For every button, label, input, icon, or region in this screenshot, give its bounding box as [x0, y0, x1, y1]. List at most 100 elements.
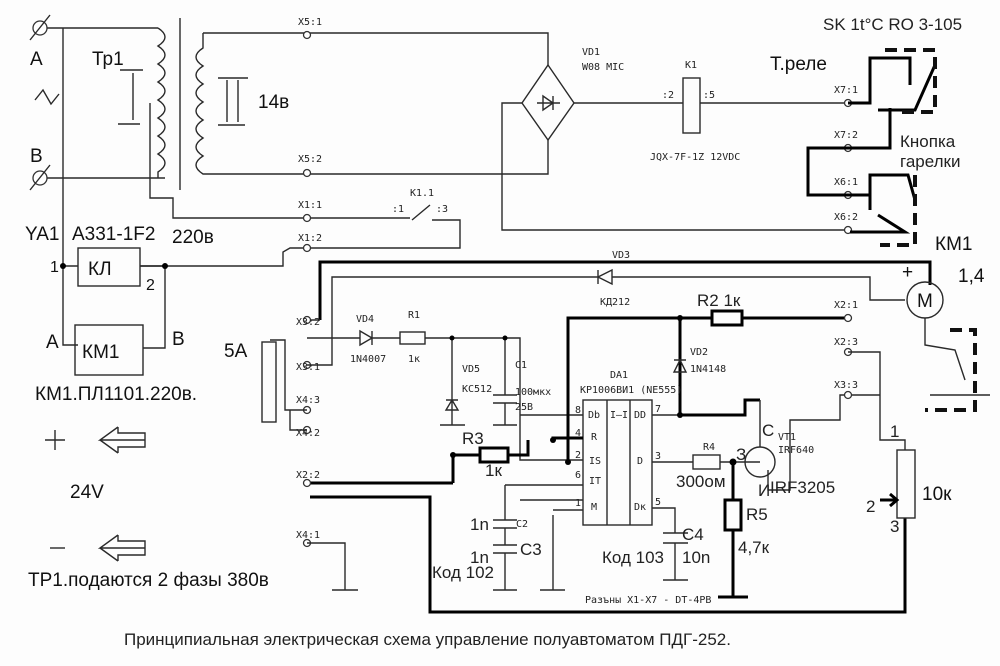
label: КД212: [600, 297, 630, 308]
label: C1: [515, 360, 527, 371]
label: VT1: [778, 432, 796, 443]
label: R4: [703, 442, 715, 453]
label: X7:1: [834, 85, 858, 96]
label: R1: [408, 310, 420, 321]
label: :5: [703, 90, 715, 101]
label: 1: [50, 259, 59, 276]
plus-icon: [45, 430, 65, 450]
label: IT: [589, 476, 601, 487]
label: 5А: [224, 341, 248, 362]
label: 8: [575, 405, 581, 416]
vd4-diode: [359, 329, 374, 347]
label: 10к: [922, 484, 952, 505]
label: X4:2: [296, 428, 320, 439]
label: X2:2: [296, 470, 320, 481]
label: +: [902, 262, 913, 283]
label: И: [758, 481, 770, 500]
label: YA1: [25, 224, 60, 245]
label: DD: [634, 410, 646, 421]
label: КЛ: [88, 259, 112, 280]
label: X6:1: [834, 177, 858, 188]
diode-bridge: [521, 63, 575, 142]
primary-winding: [156, 27, 166, 178]
label: КР1006ВИ1 (NE555): [580, 385, 682, 396]
relay-k1-coil: [682, 77, 701, 134]
mains-wiring: [29, 14, 549, 376]
label: 2: [575, 450, 581, 461]
label: 1n: [470, 548, 489, 567]
label: X3:2: [296, 317, 320, 328]
label: JQX-7F-1Z 12VDC: [650, 152, 740, 163]
label: B: [30, 146, 43, 167]
switch-contacts: [806, 56, 937, 234]
kl-valve: [77, 247, 141, 287]
label: SK 1t°C RO 3-105: [823, 15, 962, 34]
label: I—I: [610, 410, 628, 421]
label: VD1: [582, 47, 600, 58]
label: K1: [685, 60, 697, 71]
label: VD5: [462, 364, 480, 375]
label: 3: [655, 451, 661, 462]
label: А331-1F2: [72, 224, 155, 245]
label: X3:3: [834, 380, 858, 391]
label: 300ом: [676, 472, 726, 491]
label: 3: [890, 517, 899, 536]
vd5-c1: [440, 338, 517, 426]
r1-resistor: [399, 331, 426, 345]
label: КМ1: [82, 342, 119, 363]
r3-resistor: [478, 446, 510, 464]
label: 1N4007: [350, 354, 386, 365]
label: 7: [655, 404, 661, 415]
label: 24V: [70, 482, 104, 503]
label: X5:2: [298, 154, 322, 165]
label: X1:2: [298, 233, 322, 244]
label: B: [172, 329, 185, 350]
label: :1: [392, 204, 404, 215]
label: M: [917, 291, 933, 312]
label: З: [736, 445, 746, 464]
label: Код 103: [602, 548, 664, 567]
label: R5: [746, 505, 768, 524]
diagram-caption: Принципиальная электрическая схема управ…: [124, 630, 731, 649]
label: X7:2: [834, 130, 858, 141]
label: IRF3205: [770, 478, 835, 497]
label: X5:1: [298, 17, 322, 28]
label: VD3: [612, 250, 630, 261]
label: 1,4: [958, 266, 985, 287]
label: С: [762, 421, 774, 440]
ac-symbol: [34, 88, 60, 106]
label: 4: [575, 428, 581, 439]
label: C4: [682, 525, 704, 544]
label: 14в: [258, 92, 289, 113]
label: D: [637, 456, 643, 467]
label: Т.реле: [770, 54, 827, 75]
label: КМ1: [935, 234, 972, 255]
label: гарелки: [900, 152, 960, 171]
km1-coil: [74, 324, 144, 376]
label: КМ1.ПЛ1101.220в.: [35, 384, 197, 405]
km1-contact-box: [880, 175, 917, 247]
label: A: [46, 332, 59, 353]
label: Разъны X1-X7 - DT-4PB: [585, 595, 711, 606]
label: :2: [662, 90, 674, 101]
label: IRF640: [778, 445, 814, 456]
label: Dк: [634, 502, 646, 513]
label: 220в: [172, 227, 214, 248]
label: 1n: [470, 515, 489, 534]
fuse-5a: [261, 341, 277, 423]
label: 2: [146, 277, 155, 294]
vd3-diode: [596, 268, 613, 286]
label: A: [30, 49, 43, 70]
label: X4:1: [296, 530, 320, 541]
r2-resistor: [710, 309, 744, 327]
label: ТР1.подаются 2 фазы 380в: [28, 570, 269, 591]
arrow-24v-out-icon: [97, 426, 146, 454]
label: 100мкх: [515, 387, 551, 398]
label: 1: [890, 422, 899, 441]
label: 2: [866, 497, 875, 516]
potentiometer-10k: [896, 449, 916, 519]
label: Db: [588, 410, 600, 421]
label: Тр1: [92, 49, 124, 70]
